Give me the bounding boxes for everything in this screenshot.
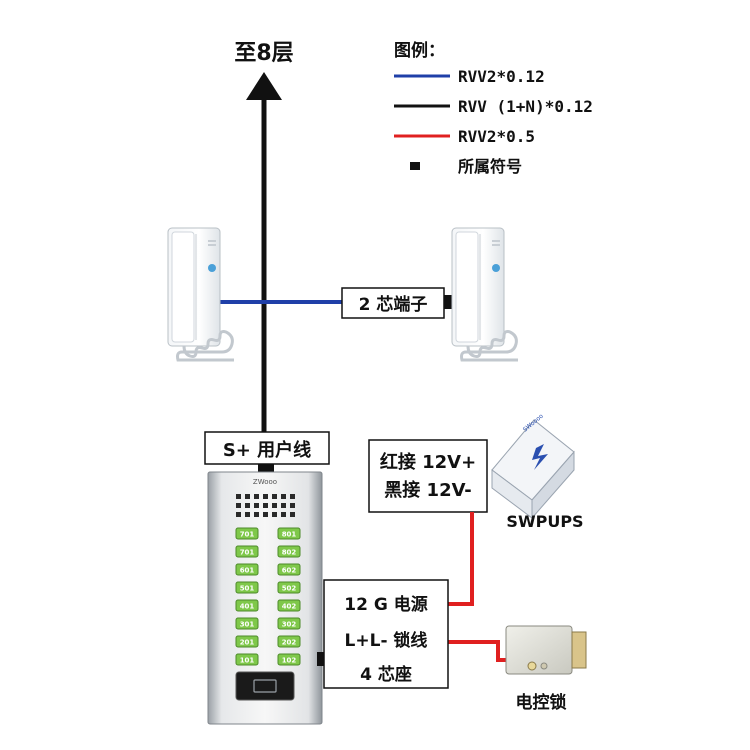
call-button-label: 802	[282, 549, 297, 557]
lock-label: 电控锁	[516, 692, 567, 713]
call-button[interactable]: 301	[235, 617, 259, 630]
card-reader	[235, 671, 295, 701]
electric-lock	[505, 625, 587, 675]
grille-hole	[281, 494, 286, 499]
call-button-label: 502	[282, 585, 297, 593]
grille-hole	[245, 503, 250, 508]
handset-right	[451, 227, 518, 362]
grille-hole	[236, 512, 241, 517]
grille-hole	[263, 503, 268, 508]
call-button-label: 801	[282, 531, 297, 539]
call-button-label: 302	[282, 621, 297, 629]
legend-item-label: RVV2*0.12	[458, 67, 545, 86]
power-line2: 黑接 12V-	[384, 479, 471, 501]
lightning-icon	[532, 444, 548, 470]
call-button[interactable]: 102	[277, 653, 301, 666]
grille-hole	[254, 503, 259, 508]
grille-hole	[263, 494, 268, 499]
speaker-grille	[236, 494, 295, 517]
grille-hole	[263, 512, 268, 517]
grille-hole	[290, 512, 295, 517]
grille-hole	[281, 512, 286, 517]
call-button-label: 602	[282, 567, 297, 575]
call-button-label: 101	[240, 657, 255, 665]
call-button-label: 701	[240, 531, 255, 539]
grille-hole	[272, 503, 277, 508]
power-line1: 红接 12V+	[380, 451, 476, 473]
terminal-box: 2 芯端子	[341, 287, 452, 319]
call-button-label: 402	[282, 603, 297, 611]
grille-hole	[236, 503, 241, 508]
call-button-label: 202	[282, 639, 297, 647]
call-button[interactable]: 502	[277, 581, 301, 594]
button-grid: 701 801 701 802 601 602 501 502 401 402 301 302 201 2…	[235, 527, 301, 666]
legend-title: 图例：	[394, 40, 445, 61]
grille-hole	[290, 503, 295, 508]
socket-line1: 12 G 电源	[344, 594, 427, 615]
grille-hole	[245, 494, 250, 499]
call-button[interactable]: 501	[235, 581, 259, 594]
call-button[interactable]: 802	[277, 545, 301, 558]
coiled-cord	[176, 330, 234, 362]
card-reader-icon	[253, 679, 277, 693]
grille-hole	[254, 494, 259, 499]
call-button-label: 701	[240, 549, 255, 557]
call-button-label: 401	[240, 603, 255, 611]
call-button[interactable]: 201	[235, 635, 259, 648]
handset-led-icon	[492, 264, 500, 272]
call-button[interactable]: 701	[235, 545, 259, 558]
panel-marker	[317, 652, 325, 666]
call-button[interactable]: 401	[235, 599, 259, 612]
legend-item-label: 所属符号	[458, 157, 522, 176]
socket-line2: L+L- 锁线	[345, 630, 428, 651]
grille-hole	[236, 494, 241, 499]
legend-symbol-icon	[410, 162, 420, 170]
call-button-label: 501	[240, 585, 255, 593]
grille-hole	[254, 512, 259, 517]
red-wire-power	[448, 512, 474, 606]
legend-item-label: RVV (1+N)*0.12	[458, 97, 593, 116]
grille-hole	[272, 512, 277, 517]
call-button[interactable]: 202	[277, 635, 301, 648]
call-button[interactable]: 402	[277, 599, 301, 612]
red-wire-lock	[448, 640, 506, 662]
grille-hole	[281, 503, 286, 508]
ups-device: SWoooo	[491, 412, 575, 520]
lock-latch	[571, 631, 587, 669]
ups-label: SWPUPS	[506, 512, 583, 531]
socket-box: 12 G 电源 L+L- 锁线 4 芯座	[323, 579, 449, 689]
call-button-label: 301	[240, 621, 255, 629]
handset-led-icon	[208, 264, 216, 272]
grille-hole	[290, 494, 295, 499]
call-button-label: 601	[240, 567, 255, 575]
user-line-box: S+ 用户线	[204, 431, 330, 472]
user-line-label: S+ 用户线	[223, 439, 311, 461]
call-button[interactable]: 302	[277, 617, 301, 630]
legend-item-label: RVV2*0.5	[458, 127, 535, 146]
coiled-cord	[460, 330, 518, 362]
grille-hole	[245, 512, 250, 517]
power-box: 红接 12V+ 黑接 12V-	[368, 439, 488, 513]
call-button[interactable]: 101	[235, 653, 259, 666]
up-arrow-icon	[246, 72, 282, 100]
handset-left	[167, 227, 234, 362]
panel-brand: ZWooo	[253, 478, 277, 486]
terminal-marker	[444, 295, 452, 309]
call-button[interactable]: 801	[277, 527, 301, 540]
grille-hole	[272, 494, 277, 499]
call-button[interactable]: 701	[235, 527, 259, 540]
user-line-marker	[258, 464, 274, 472]
call-button-label: 102	[282, 657, 297, 665]
terminal-label: 2 芯端子	[359, 294, 428, 315]
call-button-label: 201	[240, 639, 255, 647]
socket-line3: 4 芯座	[360, 664, 412, 685]
intercom-panel: ZWooo 701 801 701 802 601 602 501 502 401 402 301 3…	[207, 471, 325, 725]
lock-key-icon	[527, 661, 537, 671]
call-button[interactable]: 602	[277, 563, 301, 576]
top-label: 至8层	[234, 41, 293, 66]
call-button[interactable]: 601	[235, 563, 259, 576]
